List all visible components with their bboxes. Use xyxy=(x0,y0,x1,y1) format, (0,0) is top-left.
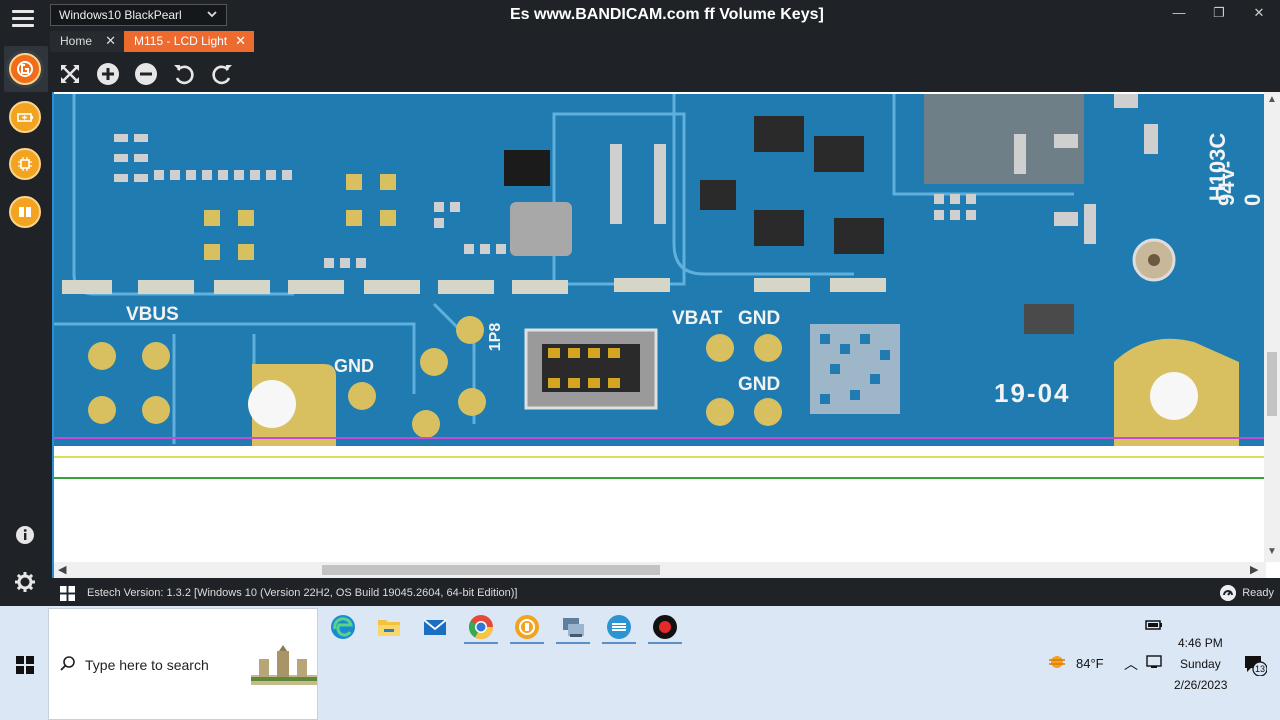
app-running-indicator xyxy=(602,642,636,644)
battery-tray-icon[interactable] xyxy=(1144,616,1164,632)
windows-logo-icon xyxy=(60,586,75,601)
pcb-drawing xyxy=(54,94,1266,446)
window-title: Es www.BANDICAM.com ff Volume Keys] xyxy=(510,6,824,23)
app-running-indicator xyxy=(556,642,590,644)
file-explorer-icon[interactable] xyxy=(374,612,404,642)
search-icon xyxy=(60,656,75,671)
close-icon[interactable]: ✕ xyxy=(105,33,116,48)
chevron-down-icon xyxy=(206,7,218,24)
fit-screen-icon[interactable] xyxy=(58,62,82,86)
tab-bar: Home ✕ M115 - LCD Light ✕ xyxy=(50,30,1280,52)
board-label-date: 19-04 xyxy=(994,378,1071,408)
menu-icon[interactable] xyxy=(12,10,34,27)
tab-label: M115 - LCD Light xyxy=(134,34,228,48)
scroll-thumb[interactable] xyxy=(322,565,660,575)
clock-time[interactable]: 4:46 PM xyxy=(1178,636,1223,650)
notification-icon xyxy=(1245,656,1268,677)
app-running-indicator xyxy=(510,642,544,644)
tab-m115-lcd-light[interactable]: M115 - LCD Light ✕ xyxy=(124,31,254,52)
clock-date[interactable]: 2/26/2023 xyxy=(1174,678,1228,692)
profile-select[interactable]: Windows10 BlackPearl xyxy=(50,4,227,26)
status-ready: Ready xyxy=(1242,587,1274,599)
viewer-toolbar xyxy=(52,56,1280,92)
gear-icon[interactable] xyxy=(14,571,36,593)
maximize-button[interactable]: ❐ xyxy=(1213,5,1225,20)
version-text: Estech Version: 1.3.2 [Windows 10 (Versi… xyxy=(87,587,518,599)
start-button[interactable] xyxy=(16,656,34,674)
pcb-image[interactable]: VBUS GND 1P8 VBAT GND GND 19-04 H103C 94… xyxy=(54,94,1266,446)
rotate-right-icon[interactable] xyxy=(210,62,234,86)
trace-line-yellow xyxy=(54,456,1266,458)
edge-icon[interactable] xyxy=(328,612,358,642)
chip-icon[interactable] xyxy=(9,148,41,180)
chevron-up-icon[interactable]: ︿ xyxy=(1124,656,1138,672)
rotate-left-icon[interactable] xyxy=(172,62,196,86)
chrome-icon[interactable] xyxy=(466,612,496,642)
weather-temp[interactable]: 84°F xyxy=(1076,656,1104,671)
vertical-scrollbar[interactable]: ▲ ▼ xyxy=(1264,92,1280,562)
board-label-1p8: 1P8 xyxy=(487,322,505,352)
board-viewer[interactable]: VBUS GND 1P8 VBAT GND GND 19-04 H103C 94… xyxy=(52,92,1280,578)
zoom-in-icon[interactable] xyxy=(96,62,120,86)
mail-icon[interactable] xyxy=(420,612,450,642)
status-gauge-icon xyxy=(1220,585,1236,601)
tab-label: Home xyxy=(60,34,93,48)
scroll-down-icon[interactable]: ▼ xyxy=(1267,546,1277,557)
board-label-gnd: GND xyxy=(738,308,781,329)
notification-count: 13 xyxy=(1255,664,1266,674)
app-running-indicator xyxy=(648,642,682,644)
trace-line-green xyxy=(54,477,1266,479)
clock-day[interactable]: Sunday xyxy=(1180,657,1221,671)
close-button[interactable]: ✕ xyxy=(1253,5,1265,20)
search-highlight-image xyxy=(251,645,317,685)
scroll-left-icon[interactable]: ◀ xyxy=(58,564,67,576)
record-icon[interactable] xyxy=(650,612,680,642)
taskbar-search[interactable]: Type here to search xyxy=(48,608,318,720)
network-icon[interactable] xyxy=(558,612,588,642)
zoom-out-icon[interactable] xyxy=(134,62,158,86)
scroll-up-icon[interactable]: ▲ xyxy=(1267,94,1277,105)
power-icon[interactable] xyxy=(9,196,41,228)
board-label-gnd: GND xyxy=(738,374,781,395)
notification-button[interactable]: 13 xyxy=(1243,654,1268,677)
app-running-indicator xyxy=(464,642,498,644)
battery-icon[interactable] xyxy=(9,101,41,133)
scroll-thumb[interactable] xyxy=(1267,352,1277,416)
board-label-vbat: VBAT xyxy=(672,308,723,329)
left-rail xyxy=(0,44,50,606)
profile-select-value: Windows10 BlackPearl xyxy=(59,8,182,22)
network-tray-icon[interactable] xyxy=(1146,654,1164,670)
weather-icon[interactable] xyxy=(1046,652,1068,672)
estech-icon[interactable] xyxy=(604,612,634,642)
close-icon[interactable]: ✕ xyxy=(235,33,246,48)
search-placeholder: Type here to search xyxy=(85,657,209,673)
minimize-button[interactable]: — xyxy=(1172,5,1186,20)
app-orange-icon[interactable] xyxy=(512,612,542,642)
board-label-vbus: VBUS xyxy=(126,304,179,325)
info-icon[interactable] xyxy=(14,524,36,546)
taskbar: Type here to search xyxy=(0,606,1280,720)
logo-icon[interactable] xyxy=(9,53,41,85)
horizontal-scrollbar[interactable]: ◀ ▶ xyxy=(54,562,1266,578)
status-bar: Estech Version: 1.3.2 [Windows 10 (Versi… xyxy=(52,580,1280,606)
board-label-gnd: GND xyxy=(334,356,374,376)
tab-home[interactable]: Home ✕ xyxy=(50,31,124,52)
scroll-right-icon[interactable]: ▶ xyxy=(1250,564,1259,576)
board-label-rating: 94V-0 xyxy=(1214,160,1265,206)
title-bar: Windows10 BlackPearl Es www.BANDICAM.com… xyxy=(0,0,1280,30)
